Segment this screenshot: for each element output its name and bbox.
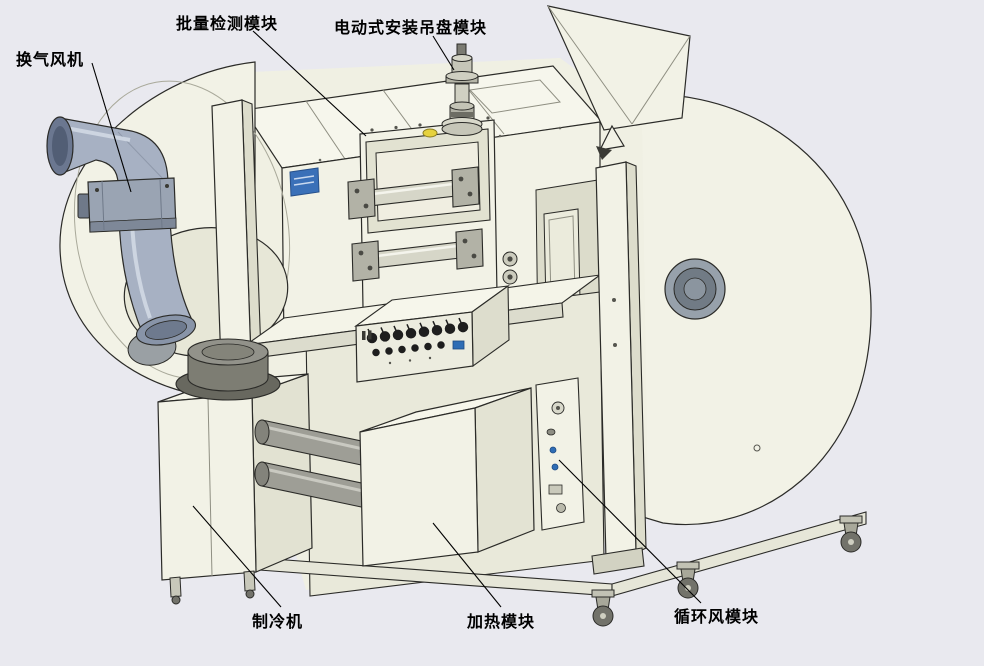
ventilation-pipe <box>46 116 197 346</box>
transfer-pipes <box>254 419 367 509</box>
clamp-rail-upper <box>347 166 480 220</box>
right-end-drum <box>599 93 872 526</box>
label-ventilation-fan: 换气风机 <box>16 52 85 69</box>
leader-heating <box>432 522 502 608</box>
heating-module-box <box>359 387 535 567</box>
label-electric-mounting-plate-module: 电动式安装吊盘模块 <box>334 20 488 37</box>
leader-batch-inspection <box>252 30 367 137</box>
caster <box>676 561 700 599</box>
funnel-chute <box>546 5 691 160</box>
spout-arrow-icon <box>596 146 612 160</box>
info-sticker <box>289 167 320 197</box>
leader-circulating-air <box>558 459 702 604</box>
leader-lines <box>91 30 702 608</box>
chiller-feet <box>169 570 256 605</box>
circulating-air-panel <box>535 377 585 531</box>
leader-ventilation-fan <box>91 62 132 193</box>
caster <box>839 515 863 553</box>
blue-rocker <box>452 340 465 350</box>
label-batch-inspection-module: 批量检测模块 <box>176 16 279 33</box>
mounting-plate-module <box>422 43 483 138</box>
caster <box>591 589 615 627</box>
leader-chiller <box>192 505 282 608</box>
caster-wheels <box>591 515 863 627</box>
clamp-rail-lower <box>351 228 484 282</box>
door-gauges <box>502 251 518 285</box>
leader-mounting-plate <box>432 35 455 71</box>
control-panel <box>353 284 511 383</box>
label-chiller-unit: 制冷机 <box>252 614 304 631</box>
yellow-cap <box>422 128 438 138</box>
inspection-door <box>359 116 498 309</box>
label-heating-module: 加热模块 <box>467 614 536 631</box>
label-circulating-air-module: 循环风模块 <box>674 609 760 626</box>
right-post <box>591 161 647 575</box>
pipe-collar <box>87 177 177 233</box>
